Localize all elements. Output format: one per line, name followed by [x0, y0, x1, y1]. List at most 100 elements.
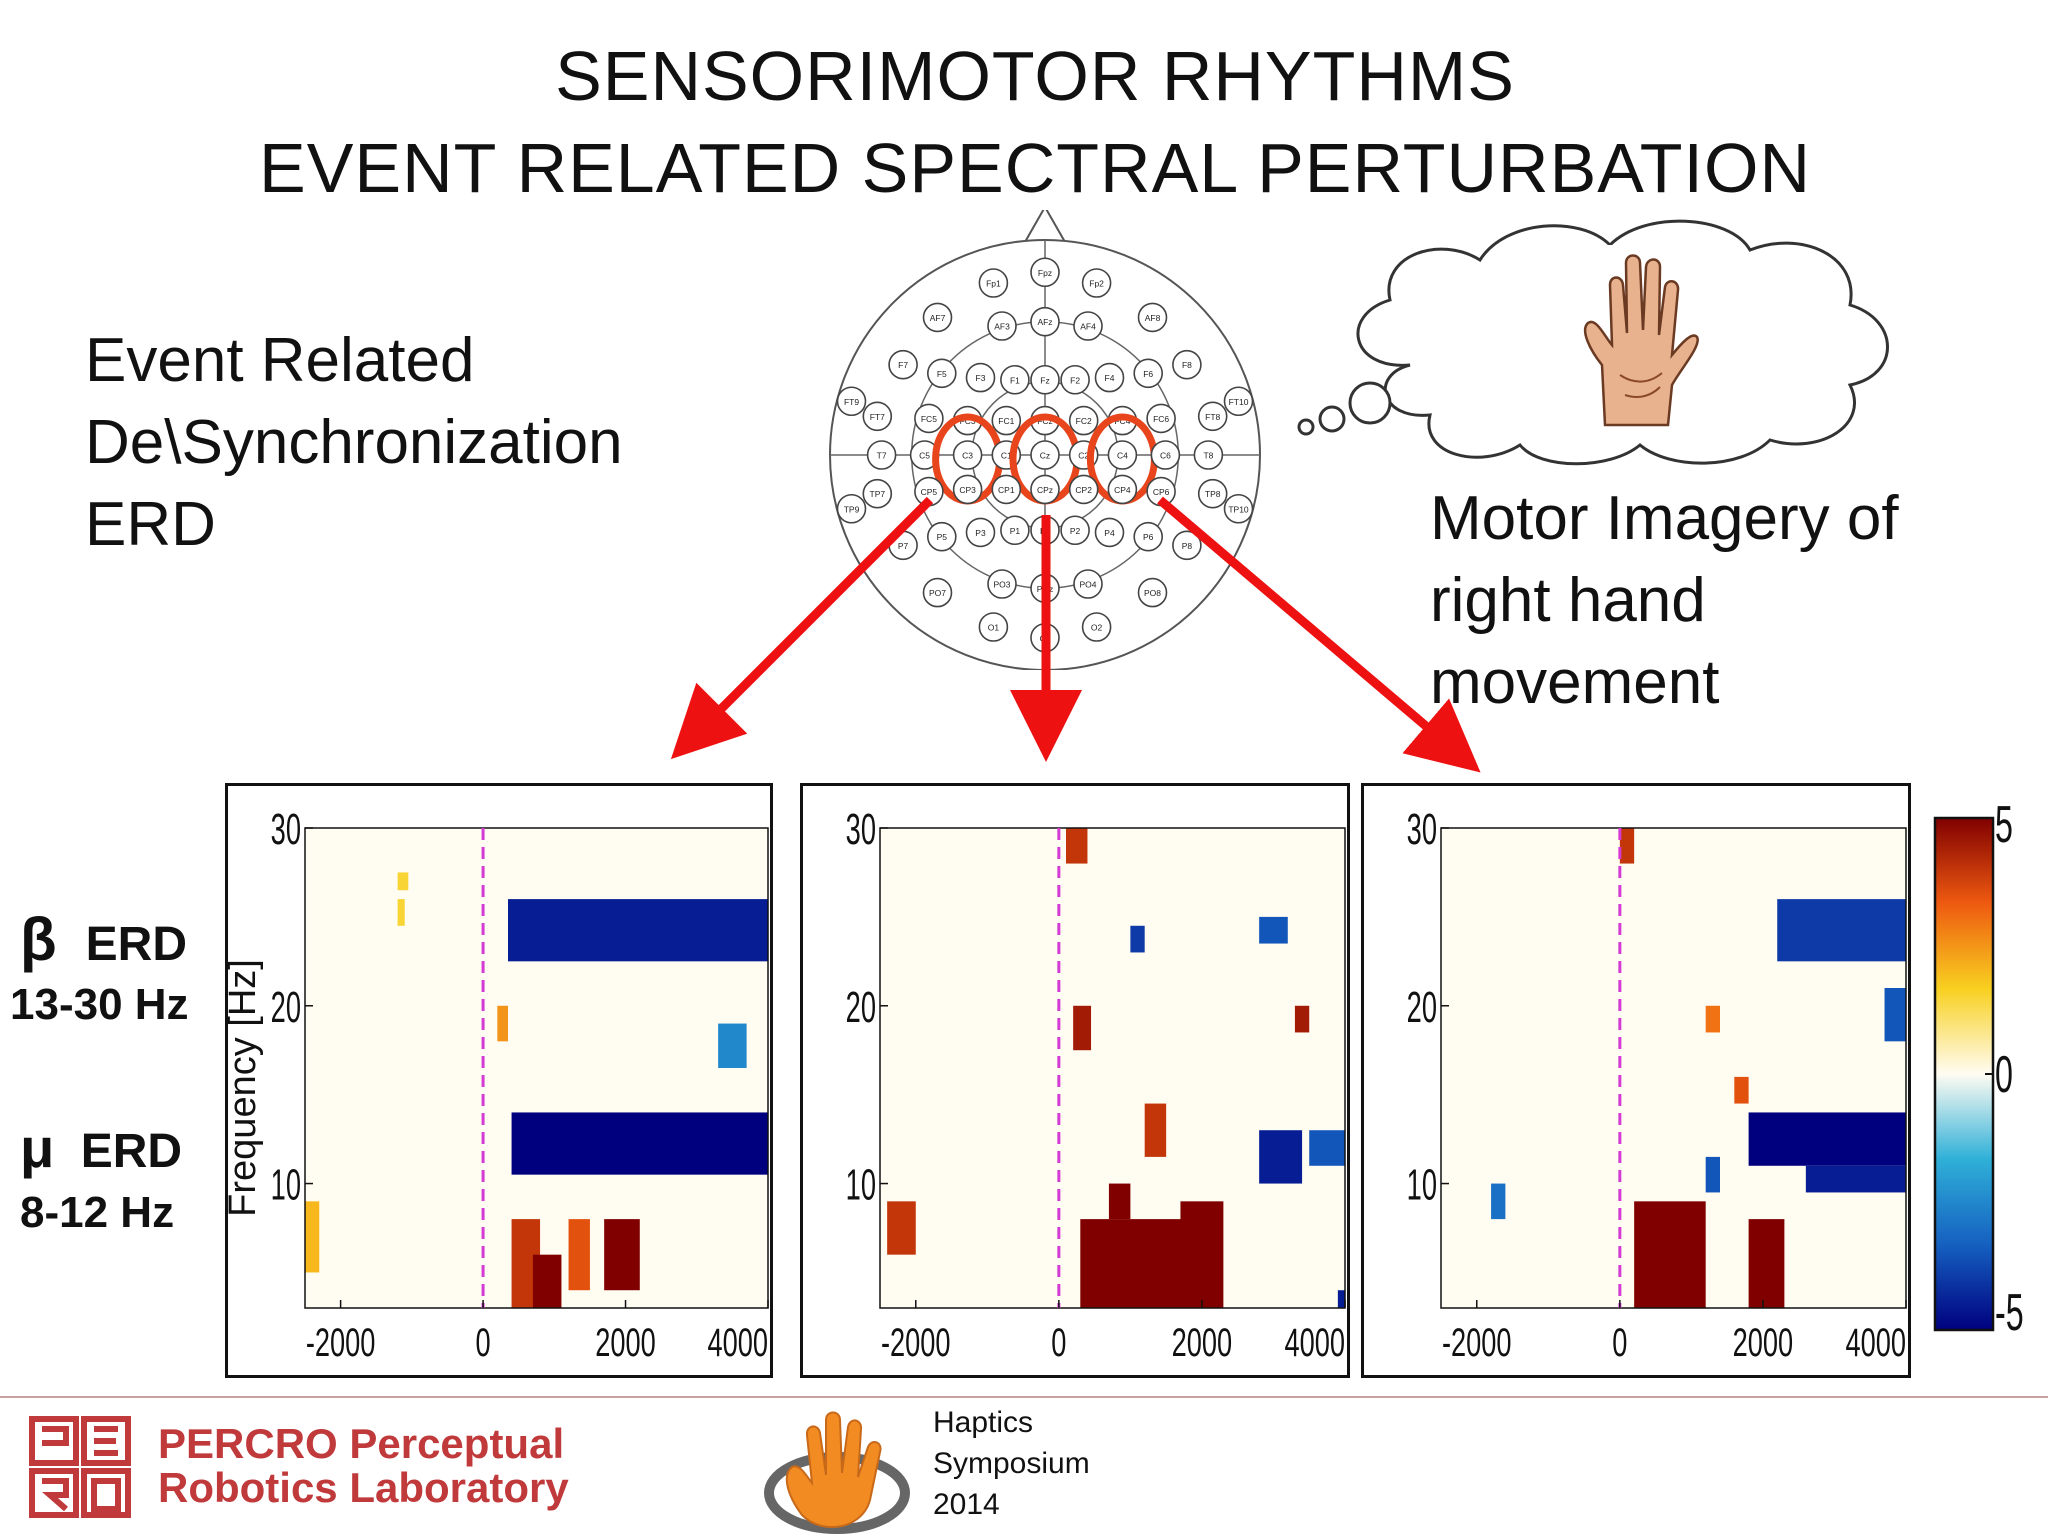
svg-text:FC5: FC5	[921, 414, 937, 424]
erd-line-3: ERD	[85, 490, 216, 559]
electrode-cpz: CPz	[1030, 474, 1060, 505]
x-tick-label: 4000	[1285, 1321, 1345, 1365]
electrode-p1: P1	[1000, 515, 1030, 546]
electrode-fpz: Fpz	[1030, 257, 1060, 288]
x-tick-label: 4000	[1846, 1321, 1906, 1365]
ersp-cell	[1337, 1290, 1345, 1308]
svg-text:CPz: CPz	[1037, 485, 1053, 495]
ersp-cell	[568, 1219, 590, 1291]
electrode-po3: PO3	[987, 569, 1017, 599]
x-tick-label: -2000	[1442, 1321, 1512, 1365]
thought-cloud	[1297, 219, 1889, 466]
svg-text:AF4: AF4	[1080, 322, 1096, 332]
ersp-cell	[511, 1112, 768, 1175]
svg-text:Cz: Cz	[1040, 451, 1050, 461]
svg-text:C3: C3	[962, 451, 973, 461]
svg-text:PO3: PO3	[993, 580, 1010, 590]
electrode-oz: Oz	[1030, 622, 1060, 653]
ersp-cell	[604, 1219, 640, 1291]
y-tick-label: 30	[846, 804, 876, 853]
svg-text:TP10: TP10	[1228, 504, 1249, 514]
electrode-af3: AF3	[987, 311, 1017, 341]
electrode-af7: AF7	[922, 302, 953, 333]
electrode-p5: P5	[927, 521, 957, 552]
beta-band-label: β ERD	[20, 905, 187, 974]
lab-name: PERCRO Perceptual Robotics Laboratory	[158, 1422, 569, 1510]
electrode-p3: P3	[965, 517, 996, 548]
mu-erd: ERD	[80, 1125, 183, 1178]
electrode-tp10: TP10	[1223, 493, 1254, 524]
ersp-cell	[1619, 828, 1635, 864]
x-tick-label: 2000	[1733, 1321, 1793, 1365]
electrode-cp5: CP5	[914, 476, 944, 507]
event-name: Haptics Symposium 2014	[933, 1402, 1090, 1525]
electrode-p6: P6	[1133, 521, 1164, 552]
svg-text:PO8: PO8	[1144, 588, 1161, 598]
electrode-f7: F7	[888, 349, 918, 380]
ersp-cell	[1705, 1156, 1720, 1193]
electrode-tp8: TP8	[1197, 478, 1228, 509]
colorbar-tick-label: -5	[1995, 1284, 2024, 1342]
svg-text:Fp2: Fp2	[1089, 279, 1104, 289]
electrode-cp2: CP2	[1068, 474, 1099, 505]
x-tick-label: 2000	[1172, 1321, 1232, 1365]
event-line2: Symposium	[933, 1447, 1090, 1480]
colorbar-tick-label: 5	[1995, 800, 2013, 854]
svg-text:AF8: AF8	[1145, 313, 1161, 323]
electrode-fp2: Fp2	[1081, 268, 1112, 298]
mi-line-1: Motor Imagery of	[1430, 484, 1899, 553]
svg-text:T8: T8	[1203, 451, 1213, 461]
y-tick-label: 20	[1407, 982, 1437, 1031]
electrode-p4: P4	[1094, 517, 1125, 548]
beta-symbol: β	[20, 906, 57, 973]
y-tick-label: 30	[1407, 804, 1437, 853]
svg-text:FC1: FC1	[998, 416, 1014, 426]
ersp-cell	[305, 1201, 320, 1273]
mu-symbol: μ	[20, 1116, 55, 1179]
svg-text:CP5: CP5	[921, 487, 938, 497]
svg-text:P2: P2	[1070, 526, 1081, 536]
y-tick-label: 10	[1407, 1160, 1437, 1209]
ersp-cell	[1705, 1005, 1720, 1033]
electrode-c4: C4	[1107, 440, 1138, 470]
electrode-ft7: FT7	[862, 401, 893, 432]
svg-text:O2: O2	[1091, 623, 1103, 633]
electrode-fz: Fz	[1030, 364, 1060, 395]
electrode-cp6: CP6	[1146, 476, 1176, 507]
erd-description: Event Related De\Synchronization ERD	[85, 320, 623, 566]
svg-text:CP3: CP3	[959, 485, 976, 495]
ersp-cell	[508, 899, 768, 962]
electrode-pz: Pz	[1030, 515, 1060, 546]
y-tick-label: 10	[271, 1160, 301, 1209]
svg-text:FCz: FCz	[1037, 416, 1053, 426]
ersp-cell	[887, 1201, 916, 1255]
svg-text:TP7: TP7	[870, 489, 886, 499]
ersp-cell	[1748, 1219, 1785, 1308]
ersp-cell	[1073, 1005, 1092, 1051]
ersp-cell	[1805, 1165, 1906, 1193]
electrode-po7: PO7	[922, 577, 953, 608]
event-line1: Haptics	[933, 1406, 1034, 1439]
y-tick-label: 30	[271, 804, 301, 853]
footer-divider	[0, 1396, 2048, 1398]
electrode-fc1: FC1	[991, 405, 1022, 436]
electrode-fc2: FC2	[1068, 405, 1099, 436]
svg-text:Fz: Fz	[1040, 375, 1049, 385]
ersp-cell	[1777, 899, 1906, 962]
ersp-cell	[1180, 1201, 1224, 1308]
electrode-poz: POz	[1030, 573, 1060, 604]
y-tick-label: 20	[846, 982, 876, 1031]
electrode-f1: F1	[1000, 364, 1030, 395]
ersp-cell	[1130, 925, 1145, 953]
svg-text:F2: F2	[1070, 375, 1080, 385]
svg-text:P5: P5	[937, 532, 948, 542]
electrode-cp4: CP4	[1107, 474, 1138, 505]
mi-line-3: movement	[1430, 648, 1720, 717]
electrode-o1: O1	[978, 612, 1009, 642]
electrode-ft10: FT10	[1223, 386, 1254, 417]
svg-text:FC6: FC6	[1153, 414, 1169, 424]
